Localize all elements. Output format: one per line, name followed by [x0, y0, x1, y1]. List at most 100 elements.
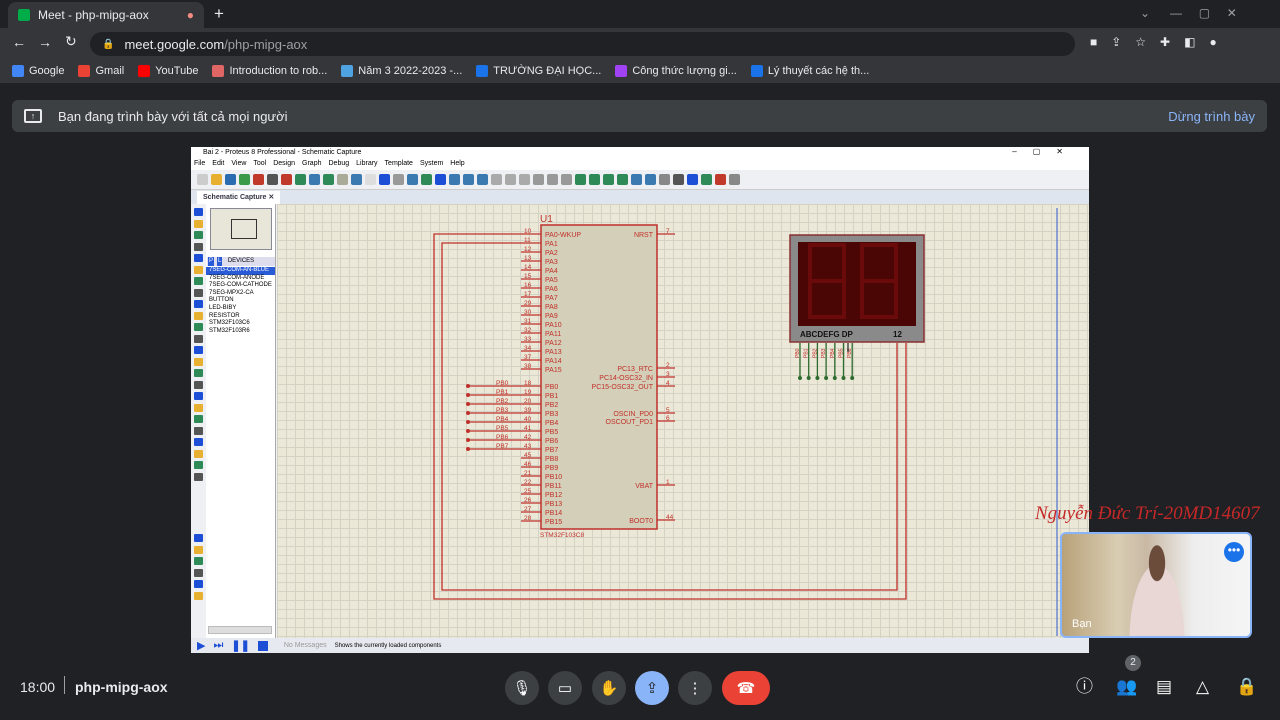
toolbar-button-icon[interactable] — [351, 174, 362, 185]
mode-tool-icon[interactable] — [194, 545, 203, 554]
more-options-icon[interactable]: ••• — [1224, 542, 1244, 562]
toolbar-button-icon[interactable] — [701, 174, 712, 185]
overview-window[interactable] — [210, 208, 272, 250]
toolbar-button-icon[interactable] — [309, 174, 320, 185]
toolbar-button-icon[interactable] — [477, 174, 488, 185]
device-list-item[interactable]: LED-BIBY — [209, 304, 237, 311]
device-list-item[interactable]: 7SEG-MPX2-CA — [209, 289, 254, 296]
toolbar-button-icon[interactable] — [547, 174, 558, 185]
mode-tool-icon[interactable] — [194, 277, 203, 285]
stop-presenting-button[interactable]: Dừng trình bày — [1168, 108, 1255, 124]
toolbar-button-icon[interactable] — [617, 174, 628, 185]
forward-icon[interactable]: → — [38, 34, 52, 50]
toolbar-button-icon[interactable] — [225, 174, 236, 185]
toolbar-button-icon[interactable] — [323, 174, 334, 185]
toolbar-button-icon[interactable] — [673, 174, 684, 185]
bookmark[interactable]: Introduction to rob... — [212, 64, 327, 77]
mode-tool-icon[interactable] — [194, 346, 203, 354]
meeting-info-icon[interactable]: ⓘ — [1076, 677, 1093, 696]
mode-tool-icon[interactable] — [194, 580, 203, 588]
bookmark[interactable]: Lý thuyết các hệ th... — [750, 64, 869, 77]
menu-item[interactable]: System — [419, 160, 444, 167]
raise-hand-button[interactable]: ✋ — [592, 671, 626, 705]
mode-tool-icon[interactable] — [194, 380, 203, 389]
pause-button[interactable]: ❚❚ — [231, 640, 250, 652]
toolbar-button-icon[interactable] — [379, 174, 390, 185]
menu-item[interactable]: Template — [384, 160, 413, 167]
toolbar-button-icon[interactable] — [561, 174, 572, 185]
device-list-item[interactable]: BUTTON — [209, 297, 234, 304]
toolbar-button-icon[interactable] — [449, 174, 460, 185]
proteus-window-controls[interactable]: –▢✕ — [1012, 147, 1079, 156]
chat-icon[interactable]: ▤ — [1156, 677, 1173, 696]
device-list-item[interactable]: 7SEG-COM-AN-BLUE — [206, 267, 275, 275]
toolbar-button-icon[interactable] — [253, 174, 264, 185]
mode-tool-icon[interactable] — [194, 288, 203, 297]
people-icon[interactable]: 👥 — [1116, 677, 1138, 696]
present-now-button[interactable]: ⇪ — [635, 671, 669, 705]
mode-tool-icon[interactable] — [194, 231, 203, 239]
toolbar-button-icon[interactable] — [715, 174, 726, 185]
back-icon[interactable]: ← — [12, 34, 26, 50]
toolbar-icons[interactable]: ■⇪☆✚◧● — [1090, 35, 1231, 49]
device-list-item[interactable]: STM32F103R6 — [209, 327, 250, 334]
toolbar-button-icon[interactable] — [393, 174, 404, 185]
mode-tool-icon[interactable] — [194, 461, 203, 469]
mode-tool-icon[interactable] — [194, 557, 203, 565]
more-options-button[interactable]: ⋮ — [678, 671, 712, 705]
toolbar-button-icon[interactable] — [589, 174, 600, 185]
toolbar-button-icon[interactable] — [645, 174, 656, 185]
mode-tool-icon[interactable] — [194, 392, 203, 400]
toolbar-button-icon[interactable] — [211, 174, 222, 185]
mode-tool-icon[interactable] — [194, 208, 203, 216]
bookmark[interactable]: Công thức lượng gi... — [615, 64, 737, 77]
toolbar-button-icon[interactable] — [729, 174, 740, 185]
close-tab-icon[interactable]: ✕ — [268, 194, 275, 201]
toolbar-button-icon[interactable] — [365, 174, 376, 185]
messages-status[interactable]: No Messages — [283, 642, 327, 649]
mode-tool-icon[interactable] — [194, 403, 203, 412]
reload-icon[interactable]: ↻ — [65, 33, 77, 49]
mode-tool-icon[interactable] — [194, 323, 203, 331]
toolbar-button-icon[interactable] — [435, 174, 446, 185]
mode-tool-icon[interactable] — [194, 265, 203, 274]
toolbar-button-icon[interactable] — [575, 174, 586, 185]
camera-button[interactable]: ▭ — [548, 671, 582, 705]
self-video-tile[interactable]: ••• Bạn — [1060, 532, 1252, 638]
toolbar-button-icon[interactable] — [267, 174, 278, 185]
device-list-scrollbar[interactable] — [208, 626, 272, 634]
mode-tool-icon[interactable] — [194, 426, 203, 435]
menu-item[interactable]: View — [231, 160, 247, 167]
device-list-item[interactable]: 7SEG-COM-ANODE — [209, 274, 265, 281]
mode-tool-icon[interactable] — [194, 568, 203, 577]
schematic-canvas[interactable] — [277, 204, 1089, 638]
mode-tool-icon[interactable] — [194, 591, 203, 600]
mode-tool-icon[interactable] — [194, 254, 203, 262]
pick-devices-button[interactable]: P — [208, 257, 215, 266]
toolbar-button-icon[interactable] — [631, 174, 642, 185]
mode-tool-icon[interactable] — [194, 369, 203, 377]
browser-tab[interactable]: Meet - php-mipg-aox ● — [8, 2, 204, 28]
mode-tool-icon[interactable] — [194, 438, 203, 446]
menu-item[interactable]: Edit — [212, 160, 225, 167]
mode-tool-icon[interactable] — [194, 415, 203, 423]
menu-item[interactable]: Library — [356, 160, 378, 167]
menu-item[interactable]: File — [194, 160, 206, 167]
play-button[interactable]: ▶ — [197, 640, 206, 652]
menu-item[interactable]: Graph — [302, 160, 322, 167]
device-list-item[interactable]: 7SEG-COM-CATHODE — [209, 282, 272, 289]
menu-item[interactable]: Design — [273, 160, 296, 167]
url-bar[interactable]: 🔒 meet.google.com/php-mipg-aox — [90, 32, 1075, 56]
bookmark[interactable]: Google — [12, 64, 64, 77]
toolbar-button-icon[interactable] — [687, 174, 698, 185]
host-controls-icon[interactable]: 🔒 — [1236, 677, 1258, 696]
toolbar-button-icon[interactable] — [519, 174, 530, 185]
mode-tool-icon[interactable] — [194, 242, 203, 251]
toolbar-button-icon[interactable] — [337, 174, 348, 185]
toolbar-button-icon[interactable] — [659, 174, 670, 185]
bookmark[interactable]: TRƯỜNG ĐẠI HỌC... — [476, 64, 601, 77]
toolbar-button-icon[interactable] — [491, 174, 502, 185]
toolbar-button-icon[interactable] — [281, 174, 292, 185]
library-button[interactable]: L — [217, 257, 223, 266]
mode-tool-icon[interactable] — [194, 311, 203, 320]
